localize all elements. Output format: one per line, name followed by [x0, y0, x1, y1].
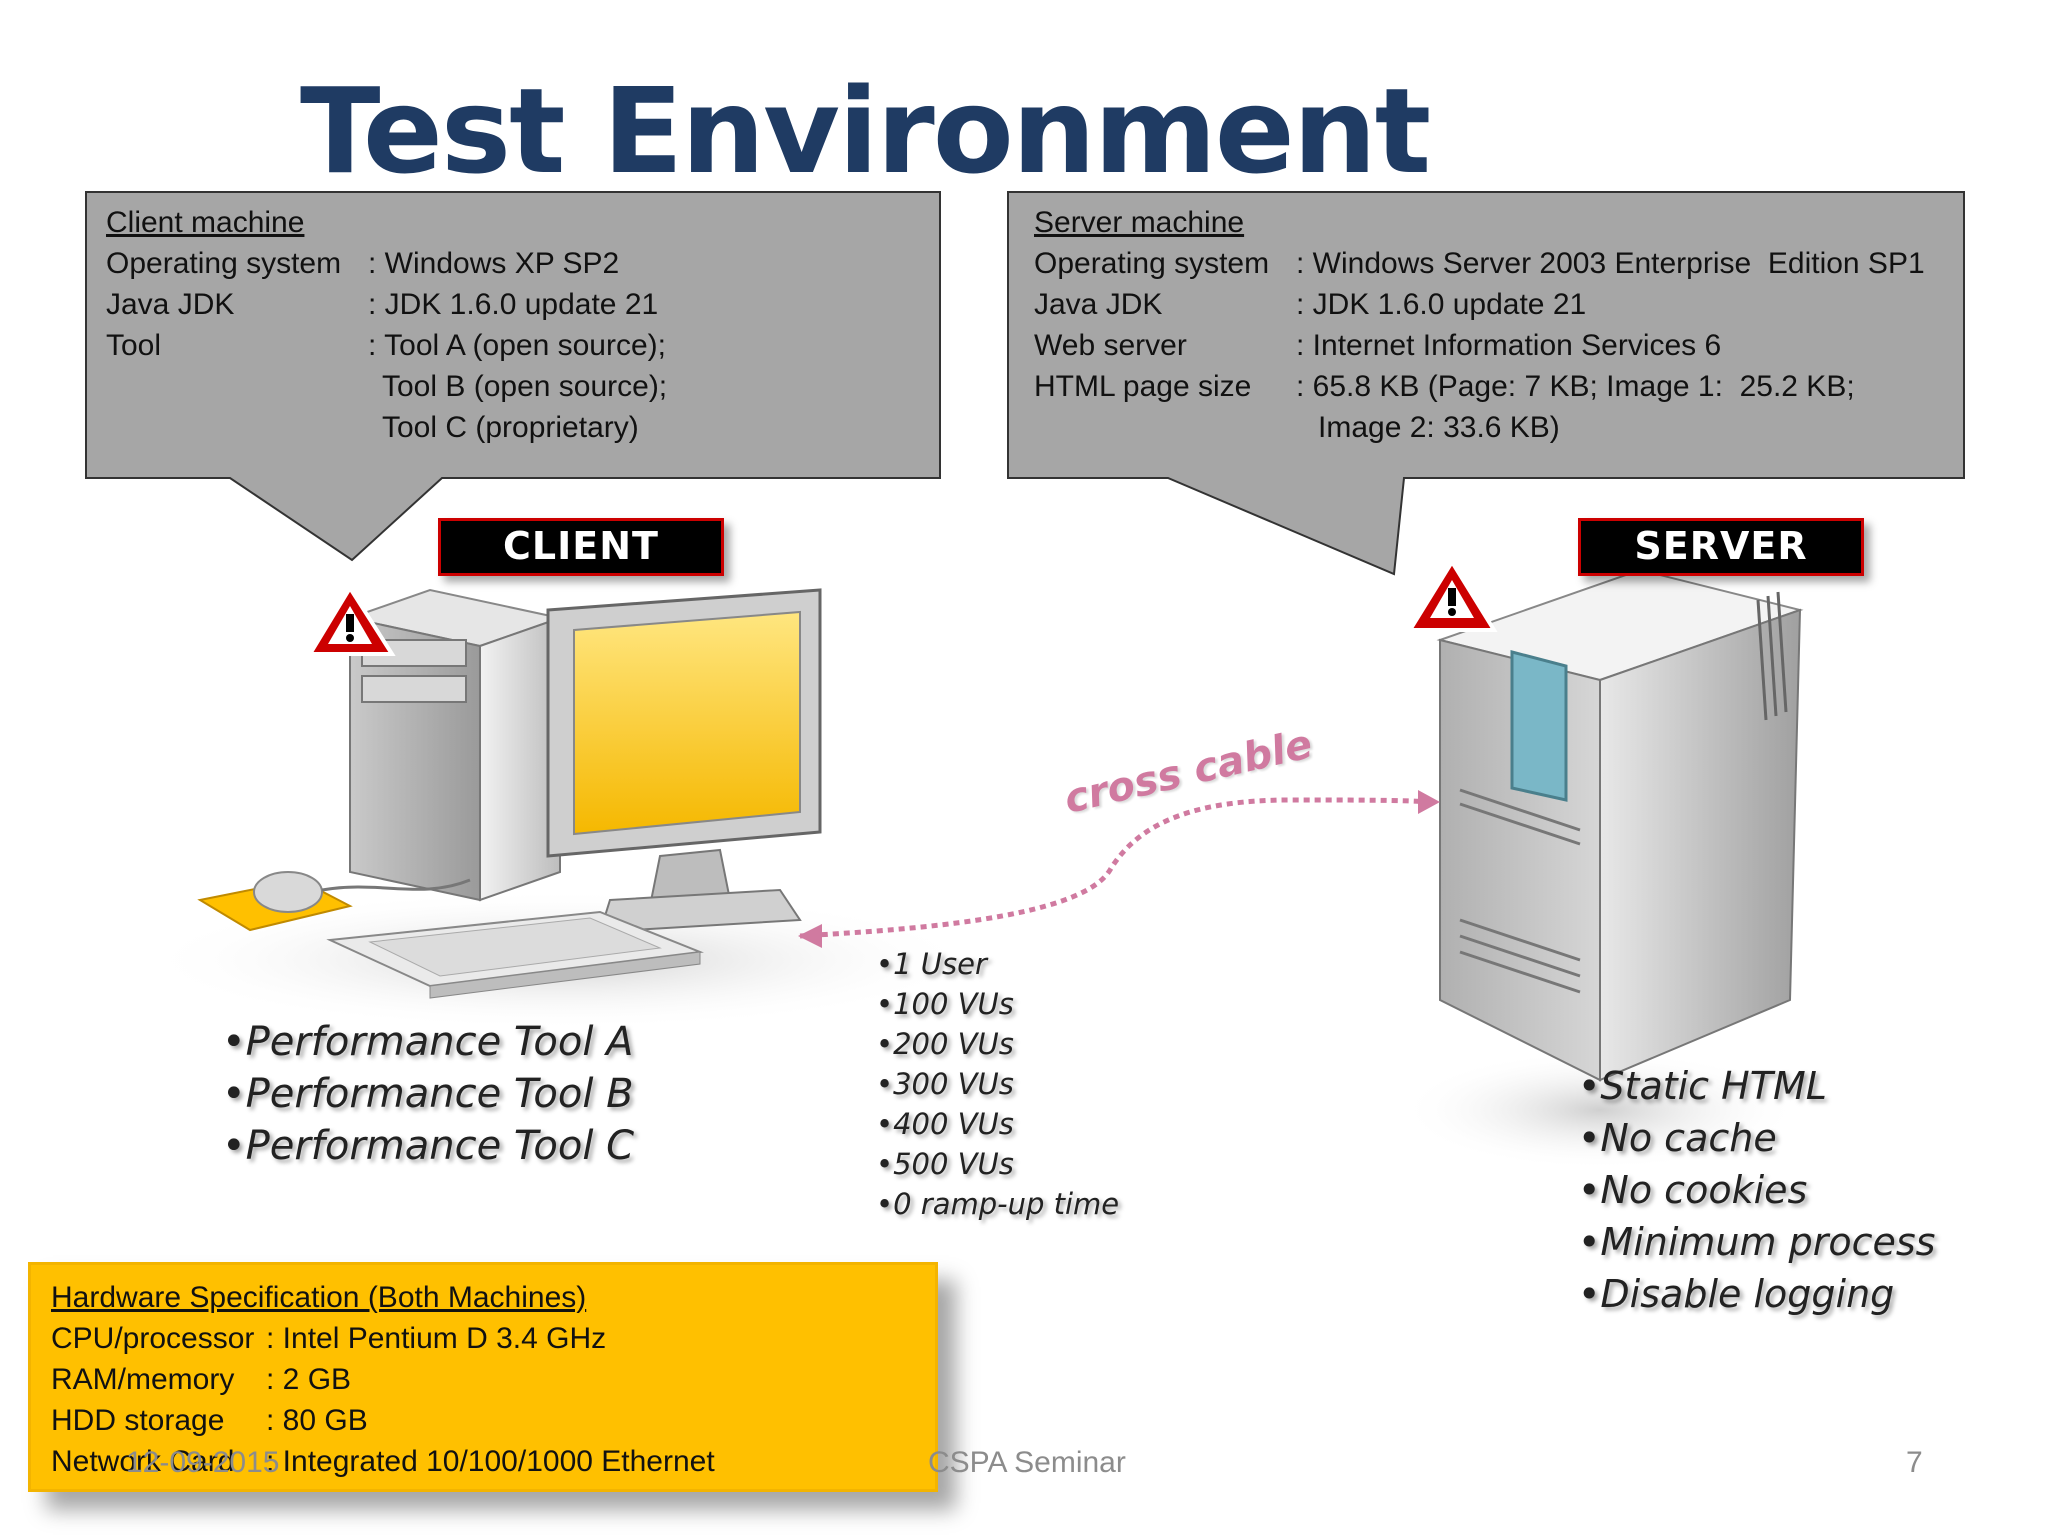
server-extra-line: Image 2: 33.6 KB)	[1318, 411, 1560, 444]
server-row: Operating system : Windows Server 2003 En…	[1034, 243, 1974, 284]
client-row-label: Java JDK	[106, 288, 235, 321]
hardware-row-label: CPU/processor	[51, 1322, 255, 1355]
server-row: HTML page size : 65.8 KB (Page: 7 KB; Ima…	[1034, 366, 1974, 407]
load-levels-list: 1 User 100 VUs 200 VUs 300 VUs 400 VUs 5…	[876, 944, 1119, 1224]
server-machine-info: Server machine Operating system : Windows…	[1034, 202, 1974, 448]
client-callout-shape	[85, 191, 941, 562]
server-callout-shape	[1007, 191, 1965, 576]
list-item: No cookies	[1578, 1164, 1935, 1216]
client-heading: Client machine	[106, 206, 305, 239]
server-row-label: HTML page size	[1034, 370, 1252, 403]
footer-date: 12-09-2015	[126, 1446, 280, 1479]
footer-title: CSPA Seminar	[928, 1446, 1126, 1479]
hardware-row: Network Card : Integrated 10/100/1000 Eth…	[51, 1441, 935, 1482]
server-settings-list: Static HTML No cache No cookies Minimum …	[1578, 1060, 1935, 1320]
hardware-row-label: HDD storage	[51, 1404, 225, 1437]
list-item: Static HTML	[1578, 1060, 1935, 1112]
hardware-row-value: : 2 GB	[266, 1363, 352, 1396]
list-item: No cache	[1578, 1112, 1935, 1164]
hardware-row-label: RAM/memory	[51, 1363, 235, 1396]
client-tag: CLIENT	[438, 518, 724, 576]
server-row-value: : Internet Information Services 6	[1296, 329, 1722, 362]
list-item: Disable logging	[1578, 1268, 1935, 1320]
hardware-row-label: Network Card	[51, 1445, 235, 1478]
client-row: Java JDK : JDK 1.6.0 update 21	[106, 284, 936, 325]
server-warning-icon	[1406, 558, 1498, 632]
client-extra-line: Tool C (proprietary)	[382, 411, 639, 444]
client-machine-info: Client machine Operating system : Windows…	[106, 202, 936, 448]
client-row: Operating system : Windows XP SP2	[106, 243, 936, 284]
server-row: Java JDK : JDK 1.6.0 update 21	[1034, 284, 1974, 325]
server-tower	[1436, 568, 1804, 1082]
cross-cable	[798, 790, 1440, 948]
server-row: Web server : Internet Information Service…	[1034, 325, 1974, 366]
list-item: Minimum process	[1578, 1216, 1935, 1268]
hardware-row: HDD storage : 80 GB	[51, 1400, 935, 1441]
page-number: 7	[1906, 1446, 1923, 1479]
server-row-label: Web server	[1034, 329, 1187, 362]
client-tools-list: Performance Tool A Performance Tool B Pe…	[222, 1016, 635, 1172]
client-row: Tool : Tool A (open source);	[106, 325, 936, 366]
list-item: 200 VUs	[876, 1024, 1119, 1064]
hardware-row-value: : Intel Pentium D 3.4 GHz	[266, 1322, 607, 1355]
list-item: 500 VUs	[876, 1144, 1119, 1184]
list-item: Performance Tool C	[222, 1120, 635, 1172]
list-item: 0 ramp-up time	[876, 1184, 1119, 1224]
client-keyboard	[326, 910, 704, 999]
hardware-row-value: : Integrated 10/100/1000 Ethernet	[266, 1445, 715, 1478]
hardware-row: RAM/memory : 2 GB	[51, 1359, 935, 1400]
server-row-value: : 65.8 KB (Page: 7 KB; Image 1: 25.2 KB;	[1296, 370, 1855, 403]
list-item: Performance Tool A	[222, 1016, 634, 1068]
client-warning-icon	[306, 584, 396, 656]
client-extra-line: Tool B (open source);	[382, 370, 668, 403]
hardware-row: CPU/processor : Intel Pentium D 3.4 GHz	[51, 1318, 935, 1359]
hardware-heading: Hardware Specification (Both Machines)	[51, 1281, 587, 1314]
list-item: 300 VUs	[876, 1064, 1119, 1104]
client-mouse	[197, 871, 471, 932]
list-item: 100 VUs	[876, 984, 1119, 1024]
server-row-label: Operating system	[1034, 247, 1270, 280]
list-item: 1 User	[876, 944, 1119, 984]
server-heading: Server machine	[1034, 206, 1245, 239]
list-item: 400 VUs	[876, 1104, 1119, 1144]
list-item: Performance Tool B	[222, 1068, 634, 1120]
server-row-label: Java JDK	[1034, 288, 1163, 321]
client-row-label: Tool	[106, 329, 162, 362]
hardware-row-value: : 80 GB	[266, 1404, 368, 1437]
server-tag: SERVER	[1578, 518, 1864, 576]
client-row-value: : Tool A (open source);	[368, 329, 666, 362]
client-row-value: : Windows XP SP2	[368, 247, 620, 280]
server-row-value: : Windows Server 2003 Enterprise Edition…	[1296, 247, 1925, 280]
client-row-label: Operating system	[106, 247, 342, 280]
server-row-value: : JDK 1.6.0 update 21	[1296, 288, 1587, 321]
hardware-spec-box: Hardware Specification (Both Machines) C…	[28, 1262, 938, 1492]
client-monitor	[546, 588, 822, 934]
client-row-value: : JDK 1.6.0 update 21	[368, 288, 659, 321]
